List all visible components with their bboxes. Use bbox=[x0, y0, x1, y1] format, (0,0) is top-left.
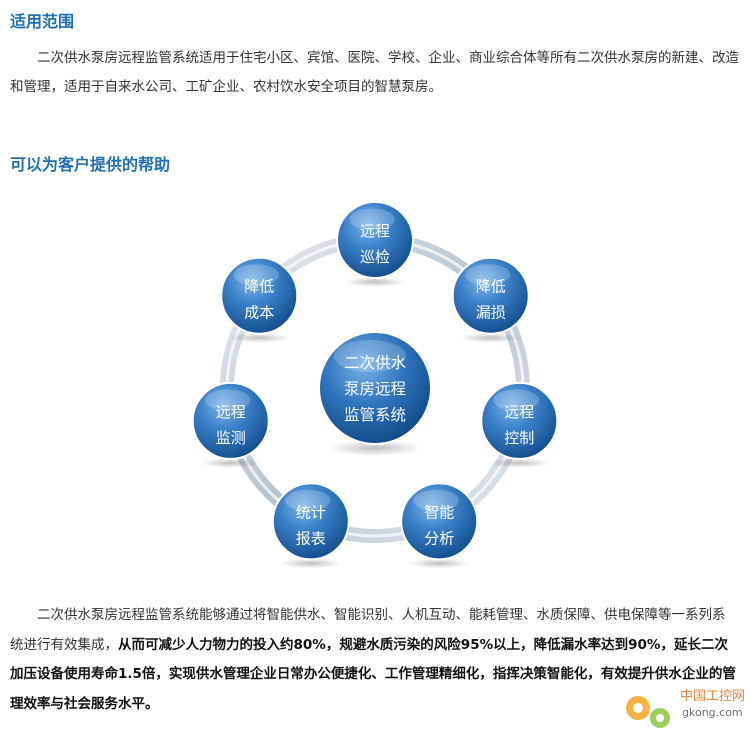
node-remote-monitoring-label-line-2: 监测 bbox=[216, 429, 246, 447]
node-remote-inspection-label-line-1: 远程 bbox=[360, 222, 390, 240]
center-label-line-2: 泵房远程 bbox=[344, 380, 406, 398]
node-remote-monitoring-label-line-1: 远程 bbox=[216, 403, 246, 421]
node-remote-control-label-line-2: 控制 bbox=[504, 429, 534, 447]
benefits-text-bold: 从而可减少人力物力的投入约80%，规避水质污染的风险95%以上，降低漏水率达到9… bbox=[10, 636, 736, 712]
node-reduce-leakage-label-line-2: 漏损 bbox=[476, 304, 506, 322]
node-reduce-cost-label-line-2: 成本 bbox=[244, 304, 274, 322]
node-smart-analysis-label-line-2: 分析 bbox=[424, 529, 454, 547]
node-remote-control-label-line-1: 远程 bbox=[504, 403, 534, 421]
center-label-line-3: 监管系统 bbox=[344, 406, 406, 424]
node-statistics-report-label-line-2: 报表 bbox=[296, 529, 326, 547]
scope-paragraph: 二次供水泵房远程监管系统适用于住宅小区、宾馆、医院、学校、企业、商业综合体等所有… bbox=[10, 50, 739, 95]
benefits-paragraph: 二次供水泵房远程监管系统能够通过将智能供水、智能识别、人机互动、能耗管理、水质保… bbox=[10, 601, 738, 719]
gkong-watermark: 中国工控网 gkong.com bbox=[626, 689, 745, 728]
node-statistics-report-label-line-1: 统计 bbox=[296, 503, 326, 521]
watermark-cn: 中国工控网 bbox=[680, 689, 745, 704]
benefits-text-plain: 二次供水泵房远程监管系统能够通过将智能供水、智能识别、人机互动、能耗管理、水质保… bbox=[10, 607, 726, 653]
watermark-url: gkong.com bbox=[682, 706, 743, 719]
node-remote-inspection-label-line-2: 巡检 bbox=[360, 248, 390, 266]
node-reduce-cost-label-line-1: 降低 bbox=[244, 278, 274, 296]
node-reduce-leakage-label-line-1: 降低 bbox=[476, 278, 506, 296]
section-heading-help: 可以为客户提供的帮助 bbox=[10, 155, 171, 174]
node-smart-analysis-label-line-1: 智能 bbox=[424, 503, 454, 521]
center-label-line-1: 二次供水 bbox=[344, 354, 407, 372]
center-node: 二次供水 泵房远程 监管系统 bbox=[318, 331, 432, 456]
section-heading-scope: 适用范围 bbox=[10, 12, 75, 31]
gear-icon bbox=[626, 696, 670, 728]
